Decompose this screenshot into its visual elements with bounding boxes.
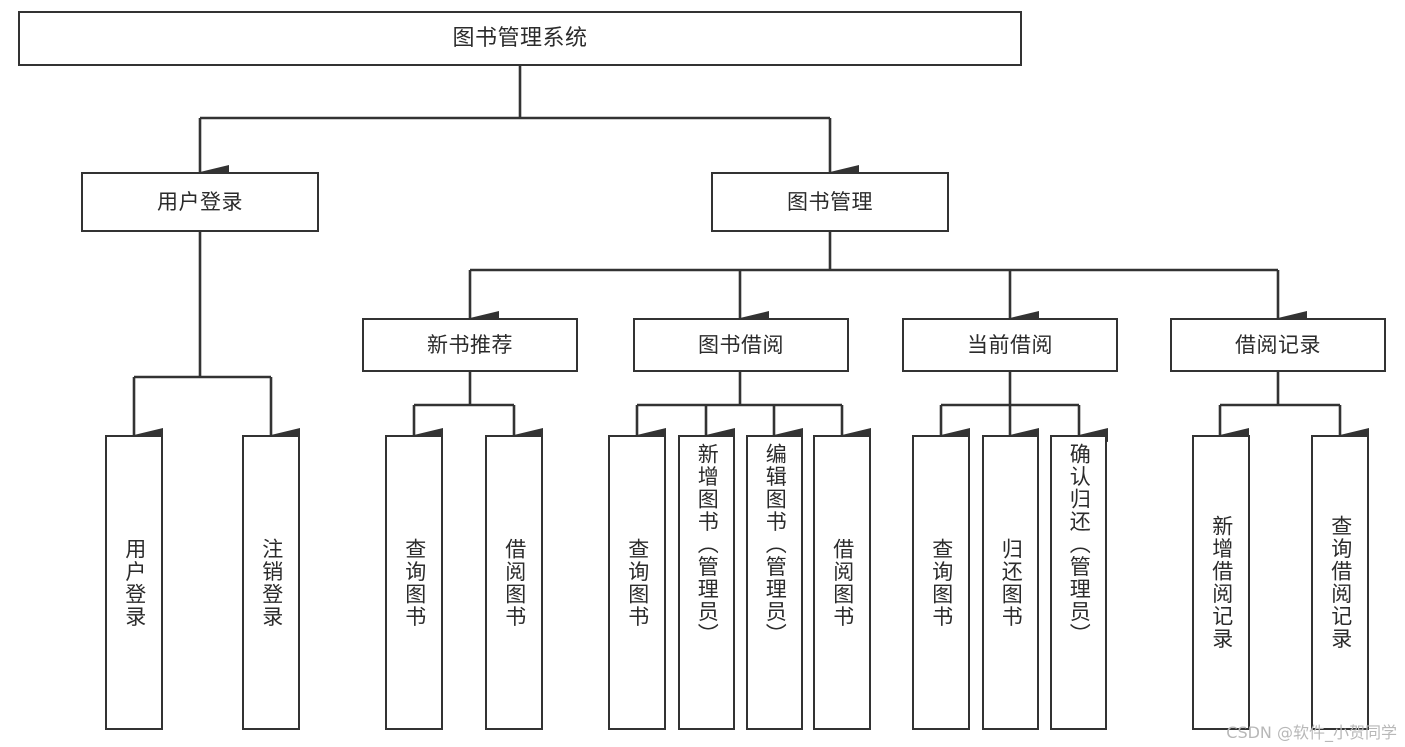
node-label: 编辑图书（管理员） xyxy=(763,443,788,646)
node-label: 确认归还（管理员） xyxy=(1067,443,1092,646)
leaf-recommend-query-book[interactable]: 查询图书 xyxy=(385,435,443,730)
node-label: 借阅图书 xyxy=(830,537,855,628)
leaf-user-login-signin[interactable]: 用户登录 xyxy=(105,435,163,730)
node-label: 查询图书 xyxy=(929,537,954,628)
node-new-book-recommend[interactable]: 新书推荐 xyxy=(362,318,578,372)
node-label: 归还图书 xyxy=(999,537,1024,628)
node-label: 图书借阅 xyxy=(698,332,784,357)
node-label: 图书管理 xyxy=(787,189,873,214)
node-label: 注销登录 xyxy=(259,537,284,628)
node-user-login[interactable]: 用户登录 xyxy=(81,172,319,232)
leaf-borrow-query-book[interactable]: 查询图书 xyxy=(608,435,666,730)
node-label: 当前借阅 xyxy=(967,332,1053,357)
node-root-book-management-system[interactable]: 图书管理系统 xyxy=(18,11,1022,66)
node-label: 查询图书 xyxy=(625,537,650,628)
node-label: 用户登录 xyxy=(157,189,243,214)
node-label: 新增图书（管理员） xyxy=(695,443,720,646)
leaf-current-return-book[interactable]: 归还图书 xyxy=(982,435,1039,730)
node-label: 用户登录 xyxy=(122,537,147,628)
node-label: 新增借阅记录 xyxy=(1209,515,1234,650)
leaf-user-login-signout[interactable]: 注销登录 xyxy=(242,435,300,730)
node-book-borrow[interactable]: 图书借阅 xyxy=(633,318,849,372)
node-label: 借阅记录 xyxy=(1235,332,1321,357)
node-current-borrow[interactable]: 当前借阅 xyxy=(902,318,1118,372)
node-borrow-record[interactable]: 借阅记录 xyxy=(1170,318,1386,372)
node-label: 查询借阅记录 xyxy=(1328,515,1353,650)
leaf-borrow-borrow-book[interactable]: 借阅图书 xyxy=(813,435,871,730)
leaf-current-query-book[interactable]: 查询图书 xyxy=(912,435,970,730)
node-label: 新书推荐 xyxy=(427,332,513,357)
node-label: 查询图书 xyxy=(402,537,427,628)
watermark-text: CSDN @软件_小贺同学 xyxy=(1226,723,1397,742)
leaf-record-add-borrow-record[interactable]: 新增借阅记录 xyxy=(1192,435,1250,730)
leaf-current-confirm-return-admin[interactable]: 确认归还（管理员） xyxy=(1050,435,1107,730)
node-book-management[interactable]: 图书管理 xyxy=(711,172,949,232)
leaf-recommend-borrow-book[interactable]: 借阅图书 xyxy=(485,435,543,730)
leaf-borrow-edit-book-admin[interactable]: 编辑图书（管理员） xyxy=(746,435,803,730)
node-label: 借阅图书 xyxy=(502,537,527,628)
leaf-record-query-borrow-record[interactable]: 查询借阅记录 xyxy=(1311,435,1369,730)
node-label: 图书管理系统 xyxy=(452,25,588,51)
leaf-borrow-add-book-admin[interactable]: 新增图书（管理员） xyxy=(678,435,735,730)
